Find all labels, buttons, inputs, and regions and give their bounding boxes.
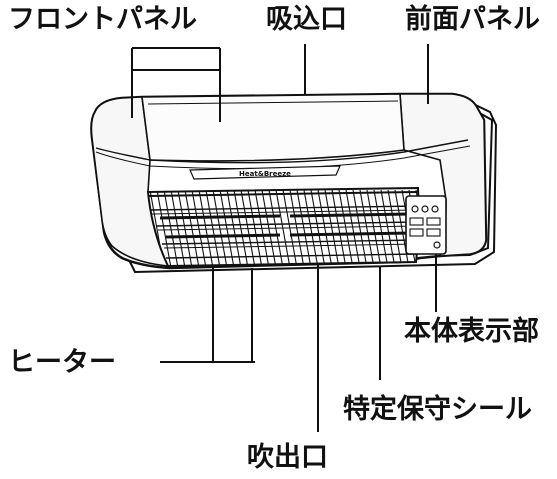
display-button-1[interactable]	[409, 217, 424, 226]
label-front-panel: フロントパネル	[8, 4, 197, 35]
display-indicator-3	[431, 205, 439, 213]
display-indicator-2	[421, 205, 429, 213]
display-button-4[interactable]	[426, 228, 441, 237]
label-specified-seal: 特定保守シール	[343, 394, 532, 425]
label-body-display: 本体表示部	[404, 316, 539, 347]
label-intake: 吸込口	[266, 4, 347, 35]
body-display-panel	[405, 195, 447, 255]
display-indicator-1	[411, 205, 419, 213]
leader-front-panel	[131, 47, 221, 122]
label-front-face-panel: 前面パネル	[405, 4, 540, 35]
display-power-button[interactable]	[433, 241, 441, 249]
display-button-2[interactable]	[426, 217, 441, 226]
label-outlet: 吹出口	[247, 442, 328, 473]
front-panel-left	[90, 96, 170, 267]
display-button-3[interactable]	[409, 228, 424, 237]
device-brand: Heat&Breeze	[239, 170, 291, 178]
label-heater: ヒーター	[8, 347, 116, 378]
leader-heater	[160, 268, 255, 363]
intake-surface	[141, 93, 405, 162]
